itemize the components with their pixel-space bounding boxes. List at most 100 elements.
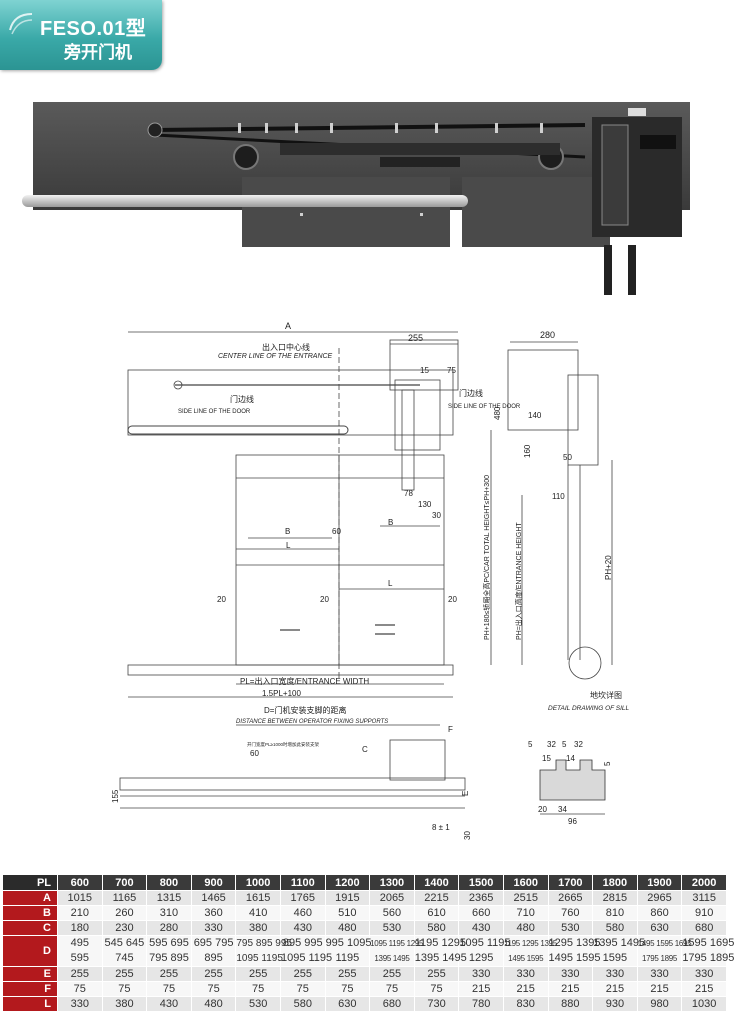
spec-table: PL 600 700 800 900 1000 1100 1200 1300 1… — [2, 874, 734, 1012]
d-value-bottom: 1795 1895 — [682, 952, 734, 964]
table-cell: 1315 — [146, 890, 192, 906]
plan-view: D=门机安装支脚的距离 DISTANCE BETWEEN OPERATOR FI… — [111, 705, 472, 840]
door-hanger-right — [462, 177, 610, 247]
d-value-bottom: 745 — [115, 952, 134, 964]
table-cell: 255 — [324, 966, 371, 982]
table-cell: 2215 — [413, 890, 460, 906]
table-cell: 75 — [324, 981, 371, 997]
row-label: C — [2, 920, 58, 936]
table-cell: 215 — [502, 981, 549, 997]
d-value-bottom: 1595 — [602, 952, 628, 964]
note-small: 开门宽度PL≥1000时增加此安装支架 — [247, 741, 319, 748]
table-cell: 1195 1295 1395 1495 — [413, 935, 467, 967]
table-cell: 910 — [681, 905, 727, 921]
dim-f: F — [448, 725, 453, 734]
table-cell: 1915 — [324, 890, 371, 906]
dim-155: 155 — [111, 789, 120, 803]
table-cell: 430 — [279, 920, 326, 936]
swirl-logo-icon — [9, 13, 33, 35]
d-value-bottom: 1395 1495 — [374, 954, 410, 963]
table-cell: 75 — [235, 981, 281, 997]
table-cell: 230 — [101, 920, 148, 936]
table-cell: 860 — [636, 905, 683, 921]
table-cell: 710 — [502, 905, 549, 921]
table-cell: 360 — [190, 905, 237, 921]
table-cell: 810 — [592, 905, 638, 921]
table-cell: 980 — [636, 996, 683, 1012]
d-value-bottom: 895 — [204, 952, 223, 964]
table-cell: 330 — [592, 966, 638, 982]
table-cell: 1465 — [190, 890, 237, 906]
table-cell: 2365 — [458, 890, 504, 906]
table-cell: 215 — [547, 981, 594, 997]
table-cell: 530 — [547, 920, 594, 936]
table-cell: 215 — [636, 981, 683, 997]
table-cell: 510 — [324, 905, 371, 921]
dim-20-c: 20 — [448, 595, 457, 604]
model-badge: FESO.01型 旁开门机 — [0, 0, 162, 70]
table-cell: 255 — [57, 966, 103, 982]
table-cell: 330 — [502, 966, 549, 982]
d-value-bottom: 1395 1495 — [414, 952, 467, 964]
table-cell: 75 — [57, 981, 103, 997]
dim-8: 8 ± 1 — [432, 823, 450, 832]
sill-32-a: 32 — [547, 740, 556, 749]
d-value-top: 1195 1295 — [414, 937, 466, 949]
table-cell: 2965 — [636, 890, 683, 906]
dim-1-5pl: 1.5PL+100 — [262, 689, 301, 698]
table-cell: 1165 — [101, 890, 148, 906]
header-cell: 1400 — [413, 874, 460, 891]
dim-15: 15 — [420, 366, 429, 375]
entrance-height: PH=出入口高度/ENTRANCE HEIGHT — [514, 522, 523, 640]
table-cell: 730 — [413, 996, 460, 1012]
dim-b-1: B — [285, 527, 290, 536]
table-cell: 530 — [235, 996, 281, 1012]
dim-480: 480 — [493, 406, 502, 420]
side-line-en-2: SIDE LINE OF THE DOOR — [448, 404, 521, 410]
table-cell: 330 — [681, 966, 727, 982]
d-value-top: 545 645 — [104, 937, 145, 949]
table-header-row: PL 600 700 800 900 1000 1100 1200 1300 1… — [2, 874, 727, 891]
table-cell: 2065 — [369, 890, 415, 906]
table-cell: 630 — [324, 996, 371, 1012]
dim-60-b: 60 — [250, 749, 259, 758]
table-cell: 255 — [235, 966, 281, 982]
d-value-bottom: 1095 1195 — [280, 952, 333, 964]
table-cell: 630 — [636, 920, 683, 936]
total-height: PH+180≤轿厢全高PC/CAR TOTAL HEIGHT≤PH+300 — [482, 475, 491, 640]
table-cell: 2515 — [502, 890, 549, 906]
table-cell: 215 — [592, 981, 638, 997]
dim-255: 255 — [408, 333, 423, 343]
table-cell: 255 — [279, 966, 326, 982]
d-value-bottom: 1095 1195 — [236, 953, 283, 964]
table-cell: 255 — [146, 966, 192, 982]
table-cell: 680 — [369, 996, 415, 1012]
dim-a: A — [285, 321, 291, 331]
row-label: B — [2, 905, 58, 921]
dim-c: C — [362, 745, 368, 754]
table-cell: 1015 — [57, 890, 103, 906]
row-label: D — [2, 935, 58, 967]
table-cell: 330 — [547, 966, 594, 982]
table-cell: 580 — [279, 996, 326, 1012]
table-cell: 1615 — [235, 890, 281, 906]
d-value-top: 1495 1595 1695 — [637, 939, 692, 948]
d-value-bottom: 1495 1595 — [548, 952, 601, 964]
sill-20: 20 — [538, 805, 547, 814]
table-cell: 255 — [413, 966, 460, 982]
dim-140: 140 — [528, 411, 542, 420]
table-cell: 480 — [190, 996, 237, 1012]
table-cell: 930 — [592, 996, 638, 1012]
d-value-bottom: 795 895 — [149, 952, 189, 964]
sill-96: 96 — [568, 817, 577, 826]
